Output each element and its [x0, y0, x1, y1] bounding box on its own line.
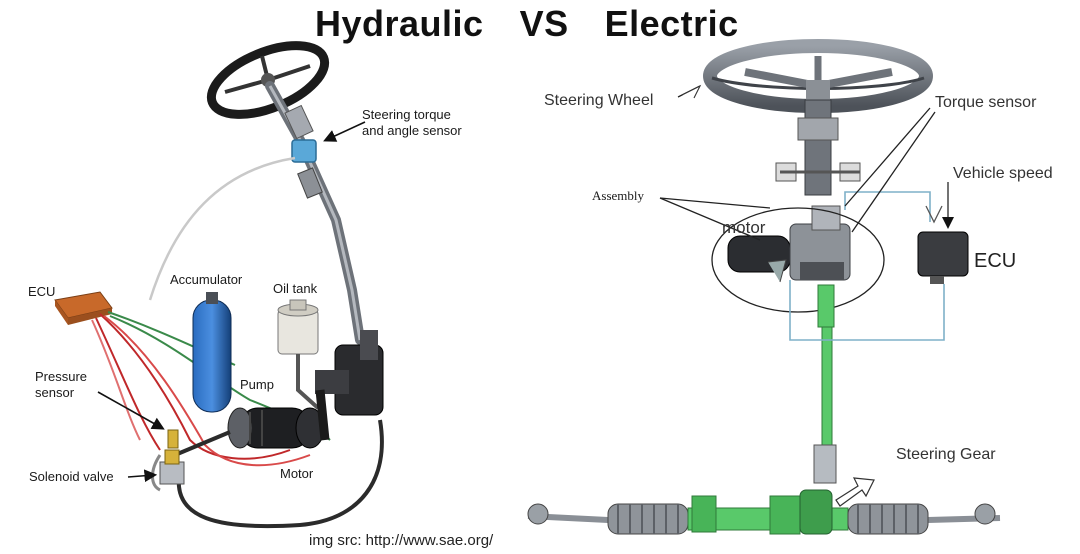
electric-motor-assembly: [727, 205, 851, 281]
sensor-pointer-arrow: [323, 121, 366, 142]
label-pump: Pump: [240, 377, 274, 392]
sensor-cable: [148, 156, 296, 301]
label-pressure-line-2: sensor: [35, 384, 75, 400]
steering-rack: [527, 489, 1001, 535]
label-assembly: Assembly: [592, 188, 644, 203]
electric-ecu-box: [917, 231, 969, 284]
label-steering-gear: Steering Gear: [896, 446, 996, 463]
label-solenoid-valve: Solenoid valve: [29, 469, 114, 484]
electric-steering-wheel: [703, 39, 933, 113]
label-steering-torque-sensor: Steering torque and angle sensor: [362, 107, 462, 138]
title-hydraulic: Hydraulic: [315, 3, 484, 44]
hydraulic-steering-wheel: [206, 41, 330, 119]
title-electric: Electric: [604, 3, 739, 44]
image-source-credit: img src: http://www.sae.org/: [309, 532, 494, 549]
hydraulic-steering-column: [265, 81, 365, 345]
pressure-sensor: [167, 429, 179, 449]
label-sensor-line-1: Steering torque: [362, 107, 451, 122]
title-vs: VS: [519, 3, 569, 44]
label-oil-tank: Oil tank: [273, 281, 318, 296]
assembly-outline: [711, 207, 885, 313]
label-leader-lines: [659, 85, 936, 241]
label-pressure-line-1: Pressure: [35, 369, 88, 384]
pressure-sensor-arrow: [97, 391, 165, 430]
label-hydraulic-motor: Motor: [280, 466, 314, 481]
steering-gear-arrow: [835, 477, 875, 507]
electric-steering-column: [775, 99, 861, 196]
page-title: Hydraulic VS Electric: [315, 2, 739, 45]
hydraulic-steering-gear: [315, 330, 384, 441]
label-electric-ecu: ECU: [974, 250, 1017, 272]
pump-motor-unit: [227, 407, 325, 449]
label-vehicle-speed: Vehicle speed: [953, 165, 1053, 182]
return-hose: [176, 419, 384, 529]
solenoid-valve-arrow: [127, 469, 158, 483]
accumulator-tank: [192, 292, 232, 413]
solenoid-valve: [159, 449, 185, 485]
label-accumulator: Accumulator: [170, 272, 243, 287]
signal-wiring: [789, 191, 945, 341]
hydraulic-system-drawing: [54, 41, 384, 529]
electric-system-drawing: [527, 39, 1001, 535]
label-electric-motor: motor: [722, 218, 766, 237]
hydraulic-ecu-box: [54, 291, 113, 325]
intermediate-shaft: [813, 284, 837, 484]
label-steering-wheel: Steering Wheel: [544, 92, 654, 109]
torque-angle-sensor: [291, 139, 317, 163]
label-torque-sensor: Torque sensor: [935, 94, 1037, 111]
label-hydraulic-ecu: ECU: [28, 284, 56, 299]
label-pressure-sensor: Pressure sensor: [35, 369, 87, 400]
label-sensor-line-2: and angle sensor: [362, 122, 462, 138]
oil-tank: [277, 299, 320, 410]
